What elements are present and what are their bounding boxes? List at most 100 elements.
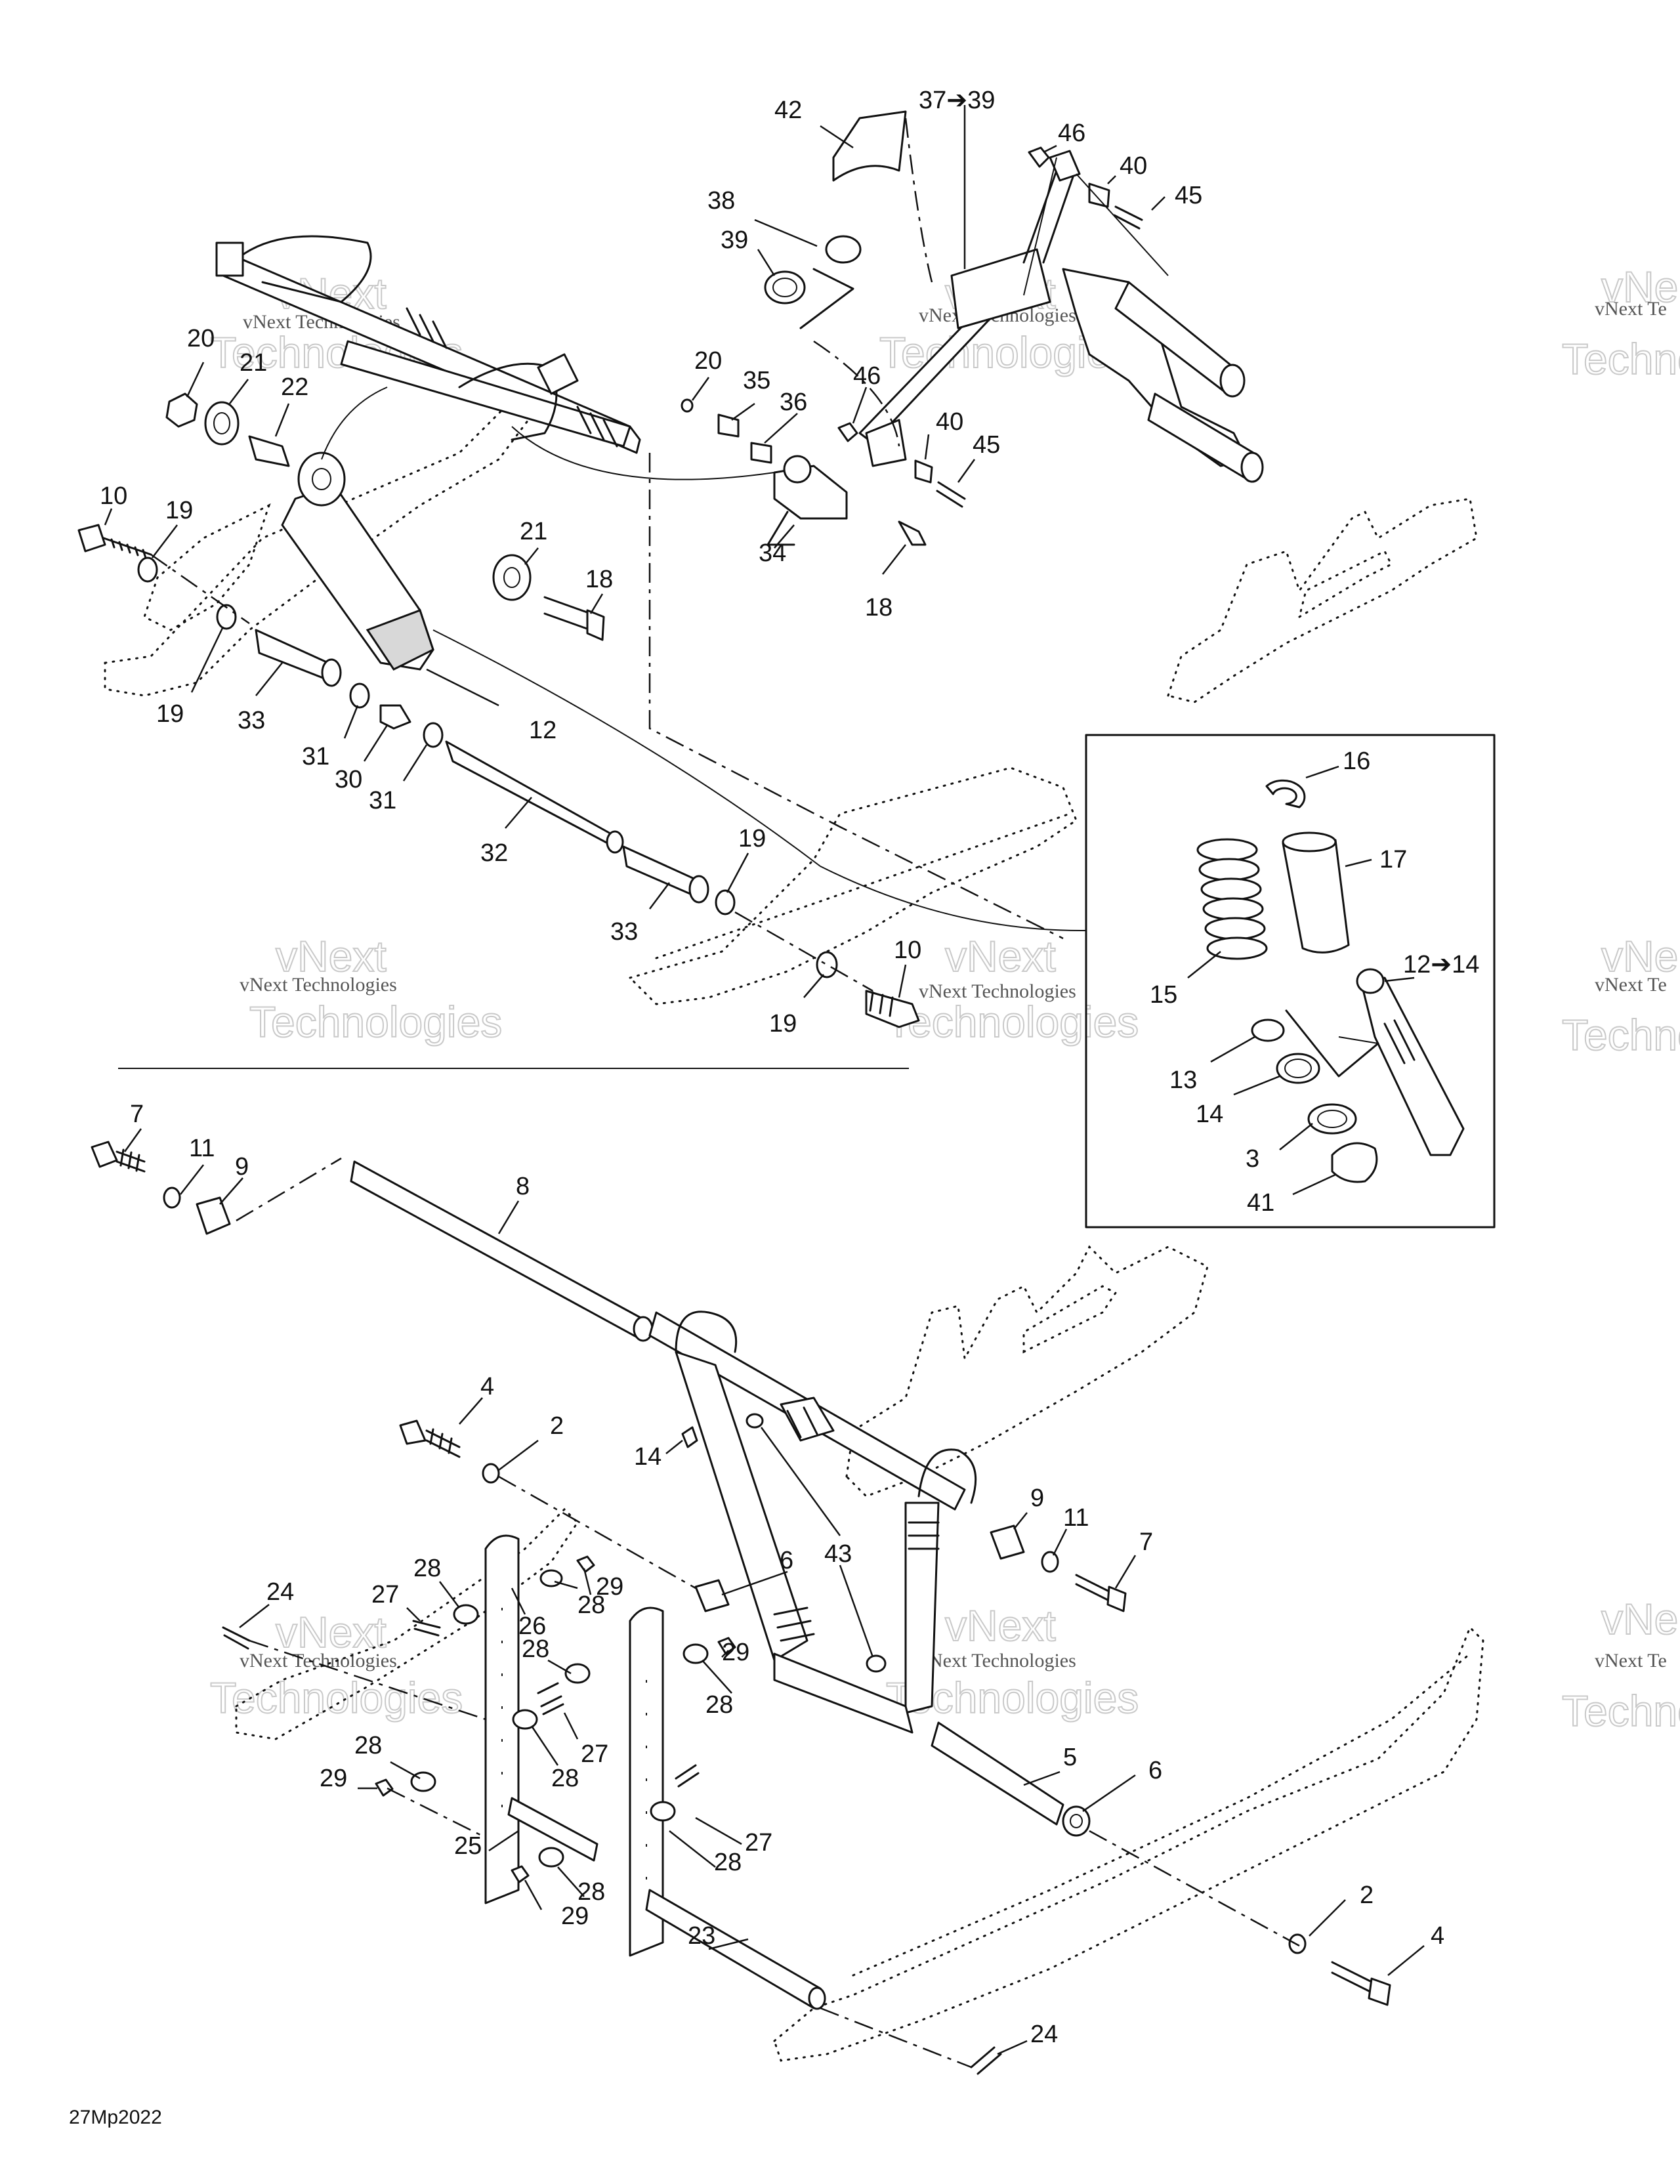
watermark-line: vNext Technologies [919, 980, 1076, 1002]
watermark-edge-bottom: Techno [1562, 335, 1680, 383]
callout-10: 10 [894, 936, 921, 964]
bolt-27-a [412, 1620, 441, 1637]
callout-4: 4 [1431, 1922, 1444, 1950]
watermark-edge-top: vNe [1601, 1595, 1678, 1643]
bolt-27-b [540, 1695, 564, 1715]
callout-5: 5 [1063, 1744, 1077, 1771]
callout-28: 28 [578, 1591, 605, 1619]
cross-tube-lower [1147, 392, 1255, 480]
spring-coil [1200, 877, 1262, 901]
bolt-7-b-head [1106, 1586, 1127, 1612]
leader-line [1013, 1512, 1028, 1530]
callout-4: 4 [480, 1373, 494, 1400]
assembly-line [236, 1157, 342, 1222]
leader-line [459, 1397, 483, 1425]
callout-26: 26 [518, 1612, 546, 1640]
leader-line [524, 1880, 543, 1910]
washer-19-c [715, 889, 736, 915]
rod-link [1022, 166, 1078, 264]
assembly-line [387, 1787, 486, 1839]
leader-line [1309, 1899, 1346, 1937]
callout-18: 18 [585, 566, 613, 593]
leader-line [665, 1440, 683, 1454]
leader-line [721, 1570, 788, 1596]
callout-42: 42 [774, 96, 802, 124]
callout-21: 21 [520, 518, 547, 545]
shock-eye-top [297, 452, 346, 507]
leader-line [505, 797, 532, 829]
callout-34: 34 [759, 539, 786, 567]
bolt-4-a [399, 1419, 427, 1445]
shock-eye-top-bore [312, 468, 331, 490]
callout-45: 45 [973, 431, 1000, 459]
leader-line [695, 1816, 742, 1845]
crank-bracket-34-arm [766, 511, 795, 546]
rail-frame-top-middle-lower [655, 812, 1071, 959]
callout-24: 24 [266, 1578, 294, 1606]
washer-31-a [349, 682, 370, 709]
callout-40: 40 [1120, 152, 1147, 180]
bolt-27-c [675, 1764, 700, 1788]
rail-frame-bottom-long [773, 1626, 1484, 2062]
callout-28: 28 [522, 1635, 549, 1663]
callout-13: 13 [1169, 1066, 1197, 1094]
assembly-line [498, 1475, 696, 1589]
callout-11: 11 [189, 1135, 215, 1162]
callout-17: 17 [1379, 846, 1407, 873]
callout-32: 32 [480, 839, 508, 867]
leader-line [363, 724, 388, 762]
leader-line [497, 1200, 520, 1234]
leader-line [1233, 1075, 1280, 1096]
sleeve-17-top [1282, 831, 1337, 852]
shock-body-shaft-line [1383, 1019, 1416, 1064]
inset-frame [1085, 734, 1496, 1228]
assembly-line [648, 453, 1064, 940]
callout-9: 9 [235, 1153, 249, 1181]
watermark-big-top: vNext [945, 1601, 1056, 1650]
callout-9: 9 [1030, 1484, 1044, 1512]
nut-29-c [375, 1778, 394, 1797]
leader-line [1387, 1945, 1425, 1976]
drawing-code: 27Mp2022 [69, 2107, 162, 2128]
watermark-big-top: vNext [945, 932, 1056, 980]
callout-20: 20 [187, 325, 215, 352]
leader-line [1114, 1555, 1137, 1589]
washer-11-b [1041, 1551, 1059, 1573]
bolt-10-bottom [865, 990, 920, 1028]
leader-line [852, 387, 868, 424]
callout-31: 31 [302, 743, 329, 770]
leader-line [426, 668, 499, 707]
callout-24: 24 [1030, 2021, 1058, 2048]
cross-tube-lower-end [1240, 452, 1264, 483]
washer-31-b [423, 722, 444, 748]
shaft-32-end [606, 830, 624, 854]
leader-line [1384, 976, 1415, 982]
seal-group-bracket-inset [1285, 1009, 1379, 1078]
shock-coil-lower [366, 609, 434, 671]
leader-line [649, 882, 670, 910]
watermark-edge-top: vNe [1601, 932, 1678, 980]
leader-line [898, 964, 907, 998]
front-arm-loop-left [675, 1311, 738, 1353]
washer-28-d [682, 1643, 709, 1664]
sleeve-42 [832, 110, 907, 182]
leader-line [1345, 858, 1372, 868]
front-arm-ribbing-right [908, 1521, 940, 1550]
leader-line [554, 1580, 578, 1589]
callout-28: 28 [354, 1732, 382, 1759]
spring-coil [1198, 858, 1260, 881]
spring-coil [1204, 917, 1266, 940]
bolt-24-b [970, 2046, 1002, 2075]
washer-28-h [538, 1847, 564, 1868]
callout-28: 28 [578, 1878, 605, 1906]
shock-body-12-14 [1360, 976, 1465, 1156]
leader-line [669, 1830, 716, 1868]
watermark-line: vNext Technologies [240, 1650, 397, 1671]
leader-line [726, 852, 749, 893]
leader-line [511, 1587, 526, 1615]
leader-line [255, 662, 283, 696]
callout-6: 6 [1148, 1757, 1162, 1784]
leader-line [229, 379, 249, 404]
leader-line [1151, 196, 1166, 211]
